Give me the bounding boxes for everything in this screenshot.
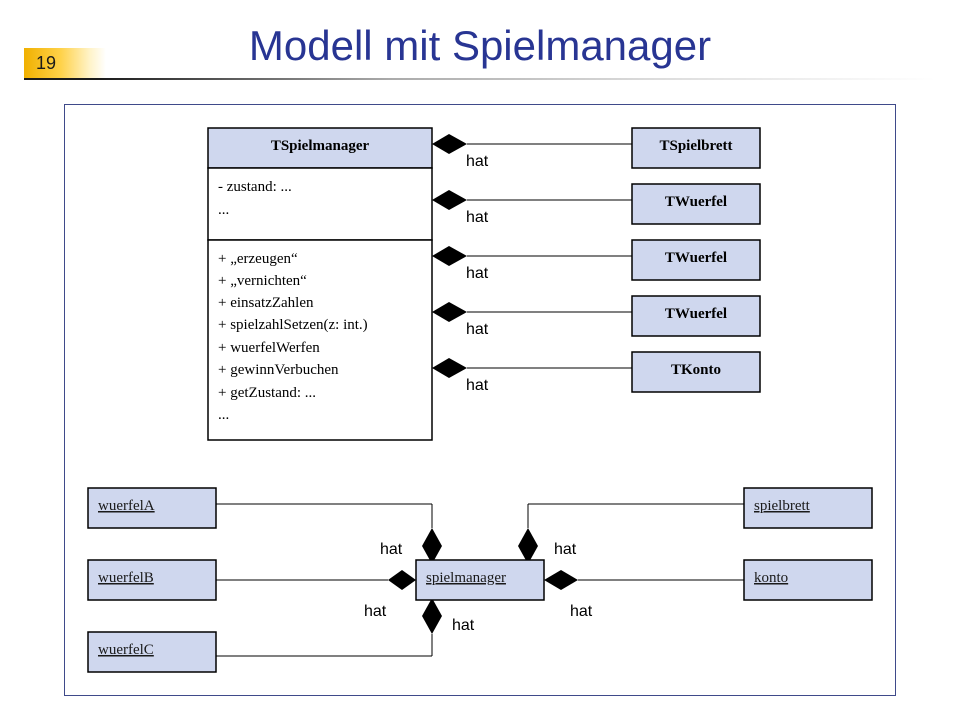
composition-diamond-icon: [422, 528, 442, 564]
object-wuerfelb: wuerfelB: [87, 559, 217, 601]
composition-diamond-icon: [432, 302, 467, 322]
association-label: hat: [364, 603, 387, 620]
association-label: hat: [466, 321, 489, 338]
association-label: hat: [466, 377, 489, 394]
class-box: [631, 183, 761, 225]
object-name: konto: [754, 570, 788, 586]
class-name: TSpielbrett: [659, 138, 732, 154]
class-box: [631, 351, 761, 393]
association-label: hat: [554, 541, 577, 558]
method-line: + spielzahlSetzen(z: int.): [218, 317, 368, 333]
composition-diamond-icon: [518, 528, 538, 564]
class-tspielbrett: hat TSpielbrett: [432, 127, 761, 170]
association-label: hat: [570, 603, 593, 620]
composition-diamond-icon: [432, 358, 467, 378]
method-line: + wuerfelWerfen: [218, 340, 320, 356]
composition-diamond-icon: [432, 190, 467, 210]
object-name: wuerfelA: [98, 498, 155, 514]
object-wuerfela: wuerfelA: [87, 487, 217, 529]
attribute-line: - zustand: ...: [218, 179, 292, 195]
method-line: + einsatzZahlen: [218, 295, 314, 311]
association-label: hat: [466, 265, 489, 282]
object-name: spielmanager: [426, 570, 506, 586]
class-tspielmanager-name: TSpielmanager: [271, 138, 370, 154]
object-box: [87, 487, 217, 529]
class-twuerfel-1: hat TWuerfel: [432, 183, 761, 226]
diagram-frame: [64, 104, 896, 696]
association-label: hat: [380, 541, 403, 558]
composition-diamond-icon: [422, 598, 442, 634]
object-wuerfelc: wuerfelC: [87, 631, 217, 673]
class-tspielmanager: TSpielmanager - zustand: ... ... + „erze…: [207, 127, 433, 441]
object-konto: konto: [743, 559, 873, 601]
object-name: wuerfelB: [98, 570, 154, 586]
method-line: ...: [218, 407, 229, 423]
association-label: hat: [452, 617, 475, 634]
composition-diamond-icon: [388, 570, 416, 590]
composition-diamond-icon: [432, 134, 467, 154]
object-box: [87, 559, 217, 601]
class-box: [631, 295, 761, 337]
object-name: spielbrett: [754, 498, 811, 514]
class-name: TWuerfel: [665, 194, 727, 210]
class-tspielmanager-methods: [207, 239, 433, 441]
class-twuerfel-3: hat TWuerfel: [432, 295, 761, 338]
composition-diamond-icon: [544, 570, 578, 590]
association-label: hat: [466, 209, 489, 226]
object-spielbrett: spielbrett: [743, 487, 873, 529]
slide-number-badge: 19: [24, 48, 106, 78]
object-box: [743, 559, 873, 601]
attribute-line: ...: [218, 202, 229, 218]
object-name: wuerfelC: [98, 642, 154, 658]
association-label: hat: [466, 153, 489, 170]
method-line: + „vernichten“: [218, 273, 307, 289]
object-box: [743, 487, 873, 529]
class-box: [631, 127, 761, 169]
method-line: + „erzeugen“: [218, 251, 298, 267]
method-line: + getZustand: ...: [218, 385, 316, 401]
slide-number: 19: [36, 53, 57, 73]
object-spielmanager: spielmanager: [415, 559, 545, 601]
composition-diamond-icon: [432, 246, 467, 266]
method-line: + gewinnVerbuchen: [218, 362, 339, 378]
class-name: TKonto: [671, 362, 721, 378]
class-twuerfel-2: hat TWuerfel: [432, 239, 761, 282]
slide-title: Modell mit Spielmanager: [248, 22, 712, 69]
class-box: [631, 239, 761, 281]
class-name: TWuerfel: [665, 250, 727, 266]
class-tkonto: hat TKonto: [432, 351, 761, 394]
title-underline: [24, 78, 936, 80]
class-tspielmanager-attributes: [207, 167, 433, 241]
object-box: [415, 559, 545, 601]
class-name: TWuerfel: [665, 306, 727, 322]
object-box: [87, 631, 217, 673]
